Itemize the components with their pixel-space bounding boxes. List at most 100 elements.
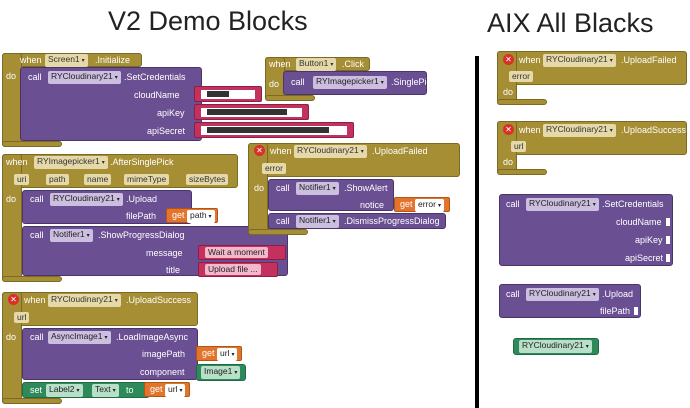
component-dropdown[interactable]: RYCloudinary21▾ <box>526 198 599 211</box>
call-label: call <box>276 216 290 226</box>
call-label: call <box>276 183 290 193</box>
call-label: call <box>506 199 520 209</box>
text-block-cloudname[interactable] <box>194 86 262 102</box>
warning-icon[interactable]: ✕ <box>8 294 19 305</box>
event-label: .AfterSinglePick <box>110 157 174 167</box>
do-label: do <box>6 194 17 204</box>
component-dropdown[interactable]: Screen1▾ <box>45 54 88 67</box>
component-dropdown[interactable]: Label2▾ <box>46 384 83 397</box>
method-label: .SinglePick <box>391 77 436 87</box>
warning-icon[interactable]: ✕ <box>254 145 265 156</box>
do-label: do <box>269 79 280 89</box>
method-label: .DismissProgressDialog <box>344 216 440 226</box>
aftersinglepick-block[interactable]: when RYImagepicker1▾ .AfterSinglePick ur… <box>2 154 288 282</box>
message-text: Wait a moment <box>205 247 268 258</box>
get-var-dropdown[interactable]: path▾ <box>187 210 215 223</box>
component-dropdown[interactable]: Notifier1▾ <box>296 215 339 228</box>
get-label: get <box>172 210 185 220</box>
component-dropdown[interactable]: RYCloudinary21▾ <box>50 193 123 206</box>
when-label: when <box>24 295 46 305</box>
param-message: message <box>146 248 183 258</box>
component-dropdown[interactable]: RYCloudinary21▾ <box>48 71 121 84</box>
when-label: when <box>519 55 541 65</box>
arg-error[interactable]: error <box>509 71 533 82</box>
param-apikey: apiKey <box>157 108 185 118</box>
left-heading: V2 Demo Blocks <box>108 6 308 36</box>
get-var-dropdown[interactable]: error▾ <box>415 199 444 212</box>
get-var-dropdown[interactable]: url▾ <box>217 348 238 361</box>
method-label: .ShowAlert <box>344 183 388 193</box>
component-dropdown[interactable]: RYCloudinary21▾ <box>519 340 592 353</box>
arg-uri[interactable]: uri <box>14 174 30 185</box>
component-dropdown[interactable]: AsyncImage1▾ <box>48 331 111 344</box>
method-label: .LoadImageAsync <box>116 332 189 342</box>
call-label: call <box>30 230 44 240</box>
arg-sizebytes[interactable]: sizeBytes <box>186 174 229 185</box>
singlepick-call[interactable] <box>283 71 427 95</box>
divider <box>475 56 479 408</box>
param-cloudname: cloudName <box>616 217 662 227</box>
when-label: when <box>519 125 541 135</box>
warning-icon[interactable]: ✕ <box>503 54 514 65</box>
arg-name[interactable]: name <box>84 174 112 185</box>
get-label: get <box>202 348 215 358</box>
when-label: when <box>6 157 28 167</box>
event-label: .UploadSuccess <box>126 295 192 305</box>
component-dropdown[interactable]: RYCloudinary21▾ <box>48 294 121 307</box>
text-block-apikey[interactable] <box>194 104 309 120</box>
event-label: .UploadFailed <box>372 146 428 156</box>
aix-uploadsuccess-block[interactable]: ✕ when RYCloudinary21▾ .UploadSuccess ur… <box>497 121 687 175</box>
do-label: do <box>6 332 17 342</box>
text-block-apisecret[interactable] <box>194 122 354 138</box>
method-label: .Upload <box>602 289 634 299</box>
component-dropdown[interactable]: RYImagepicker1▾ <box>34 156 108 169</box>
arg-path[interactable]: path <box>46 174 69 185</box>
text-block-message[interactable]: Wait a moment <box>198 245 286 260</box>
uploadfailed-block[interactable]: ✕ when RYCloudinary21▾ .UploadFailed err… <box>248 143 460 235</box>
component-dropdown[interactable]: Image1▾ <box>201 366 241 379</box>
param-filepath: filePath <box>600 306 631 316</box>
call-label: call <box>30 194 44 204</box>
text-block-title[interactable]: Upload file ... <box>198 262 278 277</box>
method-label: .SetCredentials <box>124 72 186 82</box>
arg-url[interactable]: url <box>511 141 527 152</box>
when-label: when <box>20 55 42 65</box>
call-label: call <box>506 289 520 299</box>
component-dropdown[interactable]: Button1▾ <box>296 58 337 71</box>
param-component: component <box>140 367 185 377</box>
aix-upload-block[interactable]: call RYCloudinary21▾ .Upload filePath <box>499 284 641 318</box>
do-label: do <box>6 71 17 81</box>
aix-component-block[interactable]: RYCloudinary21▾ <box>513 338 599 355</box>
aix-setcredentials-block[interactable]: call RYCloudinary21▾ .SetCredentials clo… <box>499 194 673 266</box>
component-dropdown[interactable]: Notifier1▾ <box>296 182 339 195</box>
aix-uploadfailed-block[interactable]: ✕ when RYCloudinary21▾ .UploadFailed err… <box>497 51 687 105</box>
do-label: do <box>503 157 514 167</box>
component-dropdown[interactable]: Notifier1▾ <box>50 229 93 242</box>
component-dropdown[interactable]: RYCloudinary21▾ <box>294 145 367 158</box>
arg-error[interactable]: error <box>262 163 286 174</box>
component-dropdown[interactable]: RYImagepicker1▾ <box>313 76 387 89</box>
property-dropdown[interactable]: Text▾ <box>92 384 119 397</box>
method-label: .ShowProgressDialog <box>98 230 185 240</box>
do-label: do <box>503 87 514 97</box>
when-label: when <box>270 146 292 156</box>
screen-initialize-block[interactable]: when Screen1▾ .Initialize do call RYClou… <box>2 53 354 147</box>
component-dropdown[interactable]: RYCloudinary21▾ <box>543 54 616 67</box>
arg-mimetype[interactable]: mimeType <box>124 174 170 185</box>
uploadsuccess-block[interactable]: ✕ when RYCloudinary21▾ .UploadSuccess ur… <box>2 292 252 404</box>
call-label: call <box>291 77 305 87</box>
arg-url[interactable]: url <box>14 312 30 323</box>
event-label: .UploadFailed <box>621 55 677 65</box>
component-dropdown[interactable]: RYCloudinary21▾ <box>526 288 599 301</box>
component-dropdown[interactable]: RYCloudinary21▾ <box>543 124 616 137</box>
right-heading: AIX All Blacks <box>487 8 654 38</box>
param-filepath: filePath <box>126 211 157 221</box>
param-imagepath: imagePath <box>142 349 186 359</box>
title-text: Upload file ... <box>205 264 261 275</box>
param-cloudname: cloudName <box>134 90 180 100</box>
param-apisecret: apiSecret <box>625 253 664 263</box>
button-click-block[interactable]: when Button1▾ .Click do call RYImagepick… <box>265 57 436 101</box>
param-notice: notice <box>360 200 385 210</box>
get-var-dropdown[interactable]: url▾ <box>165 384 186 397</box>
warning-icon[interactable]: ✕ <box>503 124 514 135</box>
